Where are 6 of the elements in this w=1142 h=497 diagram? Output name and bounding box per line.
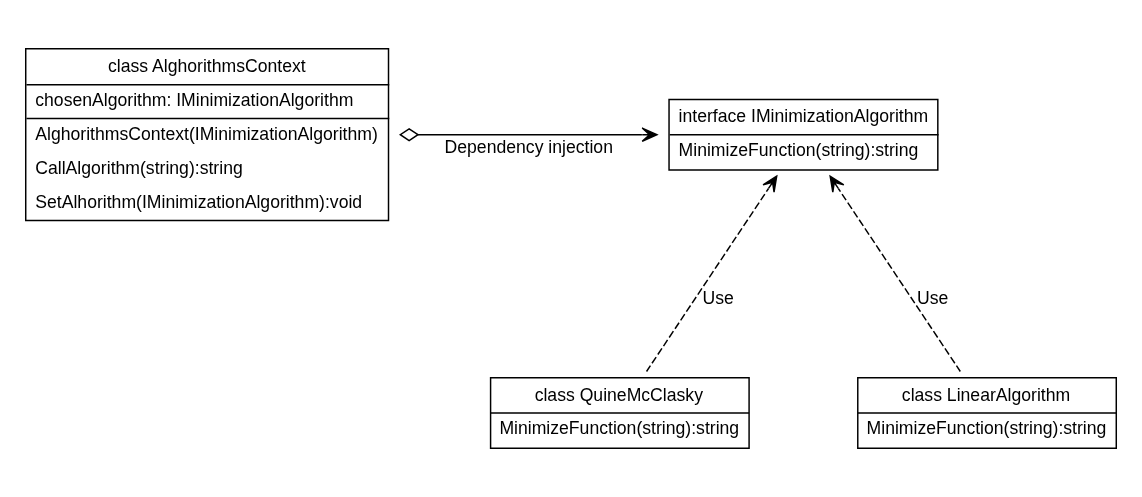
arrow [645, 175, 778, 373]
edge-label: Use [702, 287, 734, 308]
edge-label: Dependency injection [444, 137, 613, 158]
arrow [829, 175, 962, 373]
edge-label: Use [917, 287, 949, 308]
arrow [399, 127, 658, 142]
